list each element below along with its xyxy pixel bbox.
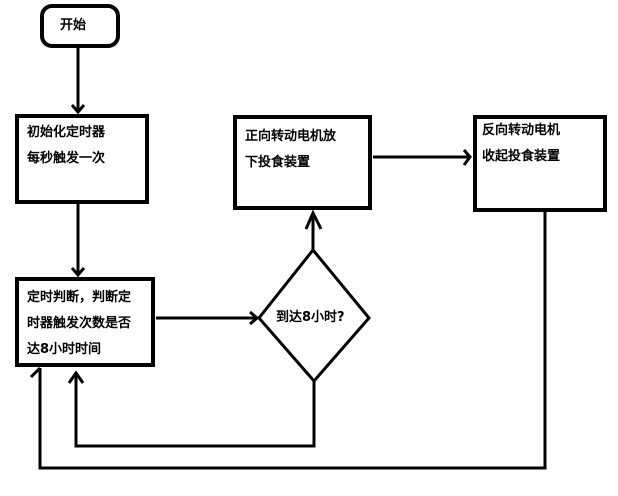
timer-check-line-2: 时器触发次数是否 [27,316,132,331]
decision-label: 到达8小时? [276,310,345,325]
reverse-motor-box [473,115,607,212]
arrowhead-decision-no-loop [67,370,85,384]
reverse-motor-line-2: 收起投食装置 [482,149,561,164]
arrowhead-check-to-decision [249,310,260,326]
start-node-label: 开始 [60,18,87,33]
arrowhead-start-to-init [70,104,86,115]
init-timer-box [15,114,149,204]
edge-reverse-loop [38,210,547,470]
init-timer-line-1: 初始化定时器 [27,125,106,140]
arrowhead-decision-to-forward [304,209,323,230]
arrowhead-init-to-check [70,267,86,278]
reverse-motor-line-1: 反向转动电机 [482,123,561,138]
arrowhead-forward-to-reverse [462,149,472,166]
edge-decision-no-loop [74,373,316,448]
start-node-shape [40,4,120,48]
init-timer-line-2: 每秒触发一次 [27,151,106,166]
forward-motor-box [233,115,372,210]
arrowhead-reverse-loop [29,366,42,379]
forward-motor-line-2: 下投食装置 [245,155,311,170]
timer-check-line-3: 达8小时时间 [27,342,102,357]
timer-check-line-1: 定时判断，判断定 [27,290,132,305]
timer-check-box [15,277,155,367]
forward-motor-line-1: 正向转动电机放 [245,129,337,144]
